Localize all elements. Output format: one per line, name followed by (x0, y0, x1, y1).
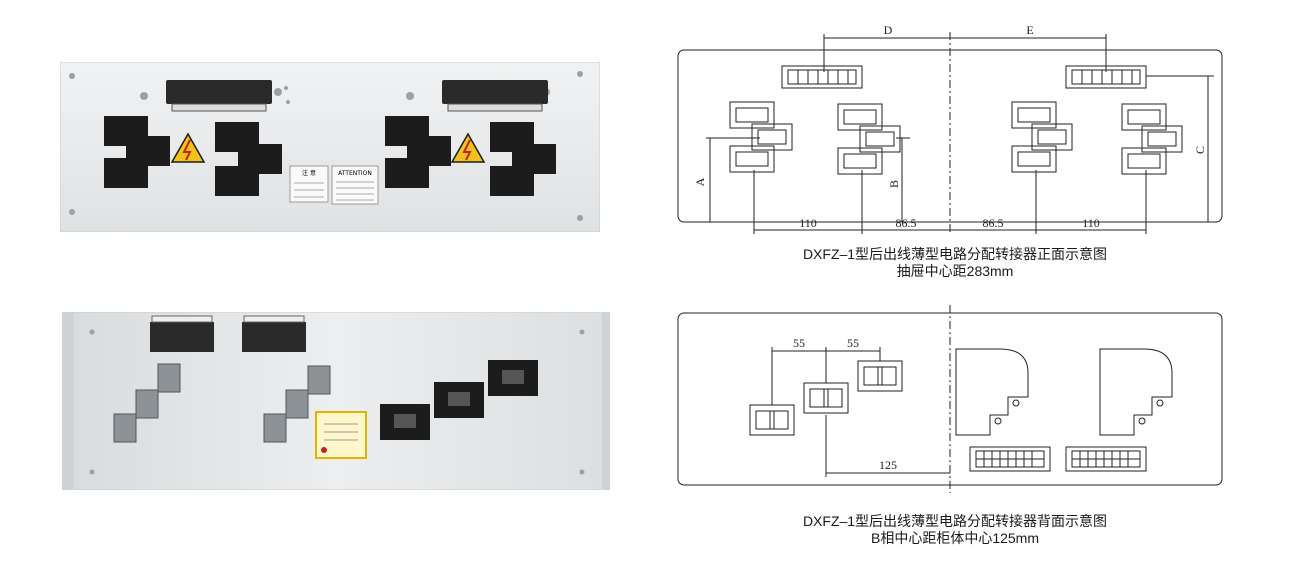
back-caption: DXFZ–1型后出线薄型电路分配转接器背面示意图 B相中心距柜体中心125mm (700, 513, 1210, 547)
front-drawing-sockets-3 (1011, 101, 1073, 173)
socket-cluster-1 (104, 116, 170, 188)
front-drawing-terminal-right (1065, 65, 1147, 89)
back-caption-subtitle: B相中心距柜体中心125mm (870, 530, 1040, 546)
front-drawing-sockets-4 (1121, 103, 1183, 175)
back-drawing-strip-left (969, 446, 1051, 472)
front-panel-photo: 注 意 ATTENTION (60, 62, 600, 232)
busbar-brackets (113, 363, 331, 443)
terminal-strip-1 (150, 315, 214, 352)
front-drawing-terminal-left (781, 65, 863, 89)
dim-55-left: 55 (793, 336, 805, 350)
dim-86.5-right: 86.5 (983, 216, 1004, 230)
socket-box-3 (488, 360, 538, 396)
dim-D: D (884, 23, 893, 37)
front-drawing-sockets-2 (837, 103, 901, 175)
front-caption: DXFZ–1型后出线薄型电路分配转接器正面示意图 抽屉中心距283mm (700, 246, 1210, 280)
dim-110-left: 110 (799, 216, 817, 230)
dim-A: A (693, 177, 707, 186)
warning-icon-left (170, 132, 206, 163)
dim-E: E (1026, 23, 1033, 37)
socket-cluster-2 (215, 122, 282, 196)
back-drawing-strip-right (1065, 446, 1147, 472)
front-caption-title: DXFZ–1型后出线薄型电路分配转接器正面示意图 (802, 246, 1108, 262)
terminal-strip-2 (242, 315, 306, 352)
terminal-block-right (442, 80, 548, 112)
back-drawing-socket-1 (749, 404, 795, 436)
dim-86.5-left: 86.5 (896, 216, 917, 230)
back-drawing-socket-3 (857, 360, 903, 392)
socket-cluster-4 (490, 122, 556, 196)
info-label (315, 411, 367, 459)
dim-C: C (1193, 146, 1207, 154)
caution-label: 注 意 (289, 165, 329, 203)
dim-110-right: 110 (1082, 216, 1100, 230)
front-caption-subtitle: 抽屉中心距283mm (896, 263, 1014, 279)
back-drawing-bracket-left (955, 348, 1029, 436)
front-drawing: D E A B C 110 86.5 86.5 110 (677, 23, 1223, 234)
warning-icon-right (450, 132, 486, 163)
dim-55-right: 55 (847, 336, 859, 350)
back-caption-title: DXFZ–1型后出线薄型电路分配转接器背面示意图 (802, 513, 1108, 529)
terminal-block-left (166, 80, 272, 112)
front-drawing-sockets-1 (729, 101, 793, 173)
svg-text:ATTENTION: ATTENTION (338, 170, 372, 177)
back-panel-photo (62, 312, 610, 490)
svg-text:注 意: 注 意 (302, 169, 316, 177)
attention-label: ATTENTION (331, 165, 379, 205)
dim-125: 125 (879, 458, 897, 472)
dim-B: B (887, 180, 901, 188)
socket-box-2 (434, 382, 484, 418)
socket-cluster-3 (385, 116, 451, 188)
back-drawing-socket-2 (803, 382, 849, 414)
back-drawing: 55 55 125 (677, 305, 1223, 493)
socket-box-1 (380, 404, 430, 440)
back-drawing-bracket-right (1099, 348, 1173, 436)
